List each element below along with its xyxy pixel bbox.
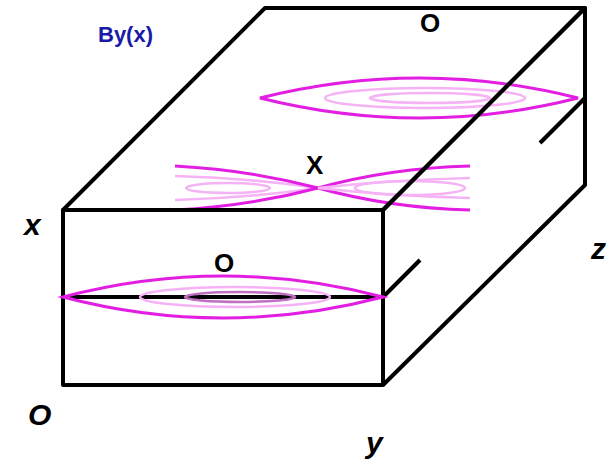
x-point-label: X (306, 152, 323, 178)
separatrix (260, 78, 578, 118)
flux-surface (186, 183, 270, 193)
flux-surface (318, 178, 470, 198)
magnetic-islands (175, 78, 578, 210)
mid-plane-line (63, 295, 383, 299)
box-outline (63, 8, 585, 385)
origin-label: O (28, 400, 51, 430)
separatrix (318, 166, 470, 210)
axis-label: x (24, 210, 41, 240)
right-face (383, 8, 585, 385)
field-label: By(x) (98, 24, 153, 46)
flux-surface (370, 93, 490, 103)
front-face (63, 210, 383, 385)
mid-plane-line (383, 260, 420, 297)
mid-plane-line (540, 98, 585, 143)
separatrix (175, 166, 318, 210)
top-face (63, 8, 585, 210)
o-point-label: O (214, 250, 234, 276)
o-point-label: O (420, 10, 440, 36)
separatrix (63, 276, 383, 318)
axis-label: z (591, 234, 606, 264)
front-island (63, 276, 383, 318)
flux-surface (185, 292, 295, 302)
flux-surface (140, 287, 330, 307)
axis-label: y (366, 428, 383, 458)
